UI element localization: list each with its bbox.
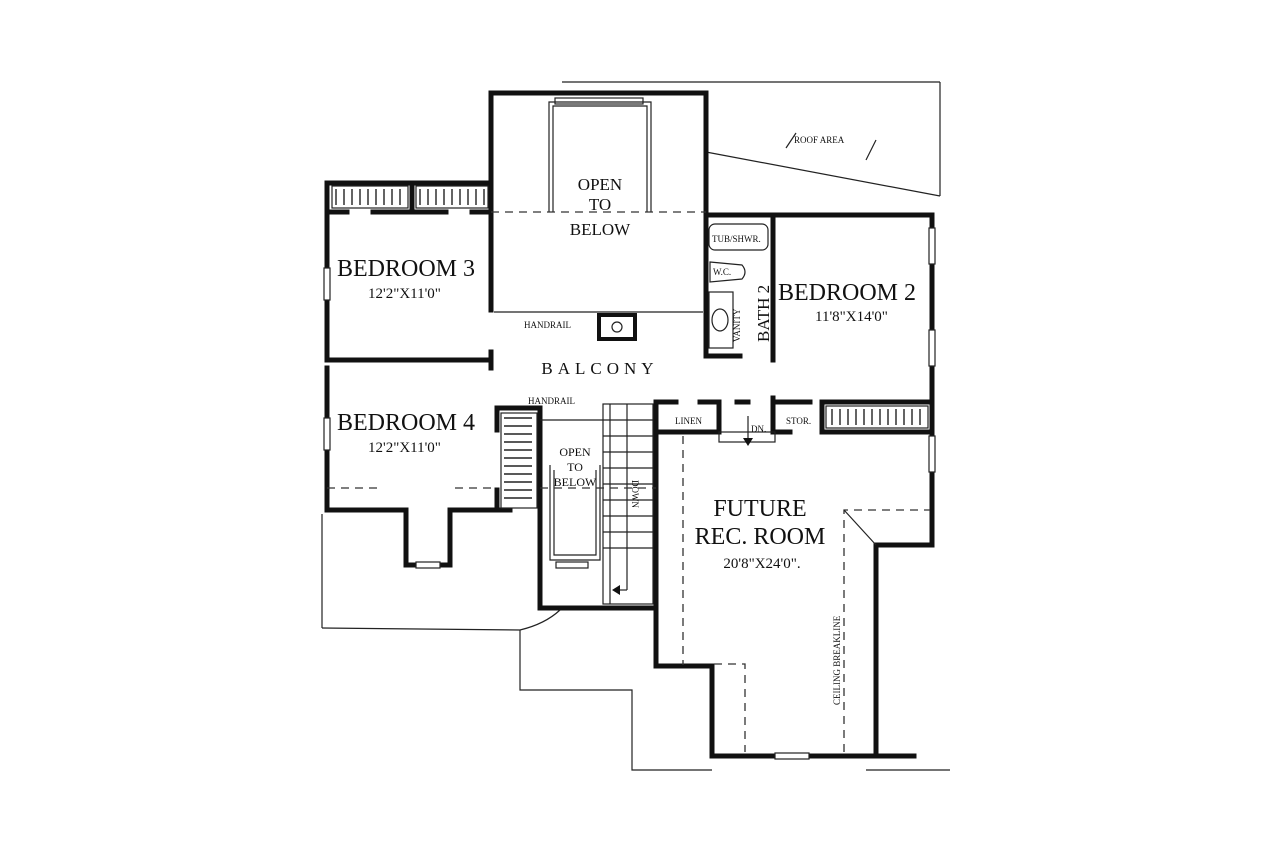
- vanity-label: VANITY: [732, 308, 742, 342]
- ceiling-breakline-label: CEILING BREAKLINE: [832, 615, 842, 705]
- dn-label: DN.: [751, 424, 766, 434]
- bath-fixtures: [708, 223, 769, 349]
- dn-landing: [718, 416, 776, 446]
- bedroom4-name: BEDROOM 4: [337, 410, 475, 436]
- wc-label: W.C.: [713, 267, 731, 277]
- balcony-label: BALCONY: [541, 359, 658, 378]
- open-to-below-top-line1: OPEN: [578, 175, 622, 194]
- bedroom3-name: BEDROOM 3: [337, 256, 475, 282]
- open-to-below-top-line2: TO: [589, 195, 611, 214]
- bedroom3-dims: 12'2"X11'0": [368, 286, 441, 302]
- stor-label: STOR.: [786, 416, 811, 426]
- roof-area-label: ROOF AREA: [794, 135, 845, 145]
- linen-label: LINEN: [675, 416, 702, 426]
- open-to-below-bottom-line3: BELOW: [554, 475, 597, 489]
- open-to-below-bottom-line2: TO: [567, 460, 583, 474]
- open-to-below-top-line3: BELOW: [570, 220, 631, 239]
- stair: [327, 403, 656, 605]
- open-to-below-bottom-line1: OPEN: [559, 445, 591, 459]
- site-outline: [321, 514, 950, 771]
- rec-room-dims: 20'8"X24'0".: [723, 556, 800, 572]
- handrail-bottom-label: HANDRAIL: [528, 396, 575, 406]
- bedroom4-dims: 12'2"X11'0": [368, 440, 441, 456]
- windows: [323, 97, 936, 760]
- down-label: DOWN: [630, 480, 640, 508]
- bath2-label: BATH 2: [754, 285, 773, 342]
- rec-room-line2: REC. ROOM: [695, 524, 826, 550]
- ceiling-breaklines: [682, 436, 930, 752]
- closet-hatching: [331, 185, 929, 509]
- roof-area: [562, 81, 941, 197]
- handrail-top-label: HANDRAIL: [524, 320, 571, 330]
- bedroom2-dims: 11'8"X14'0": [815, 309, 888, 325]
- closet-slats: [335, 189, 921, 499]
- bedroom2-name: BEDROOM 2: [778, 280, 916, 306]
- labels: OPEN TO BELOW BEDROOM 3 12'2"X11'0" BEDR…: [337, 135, 916, 705]
- rec-room-line1: FUTURE: [713, 496, 806, 522]
- tub-label: TUB/SHWR.: [712, 234, 761, 244]
- open-to-below-top-outline: [491, 101, 706, 341]
